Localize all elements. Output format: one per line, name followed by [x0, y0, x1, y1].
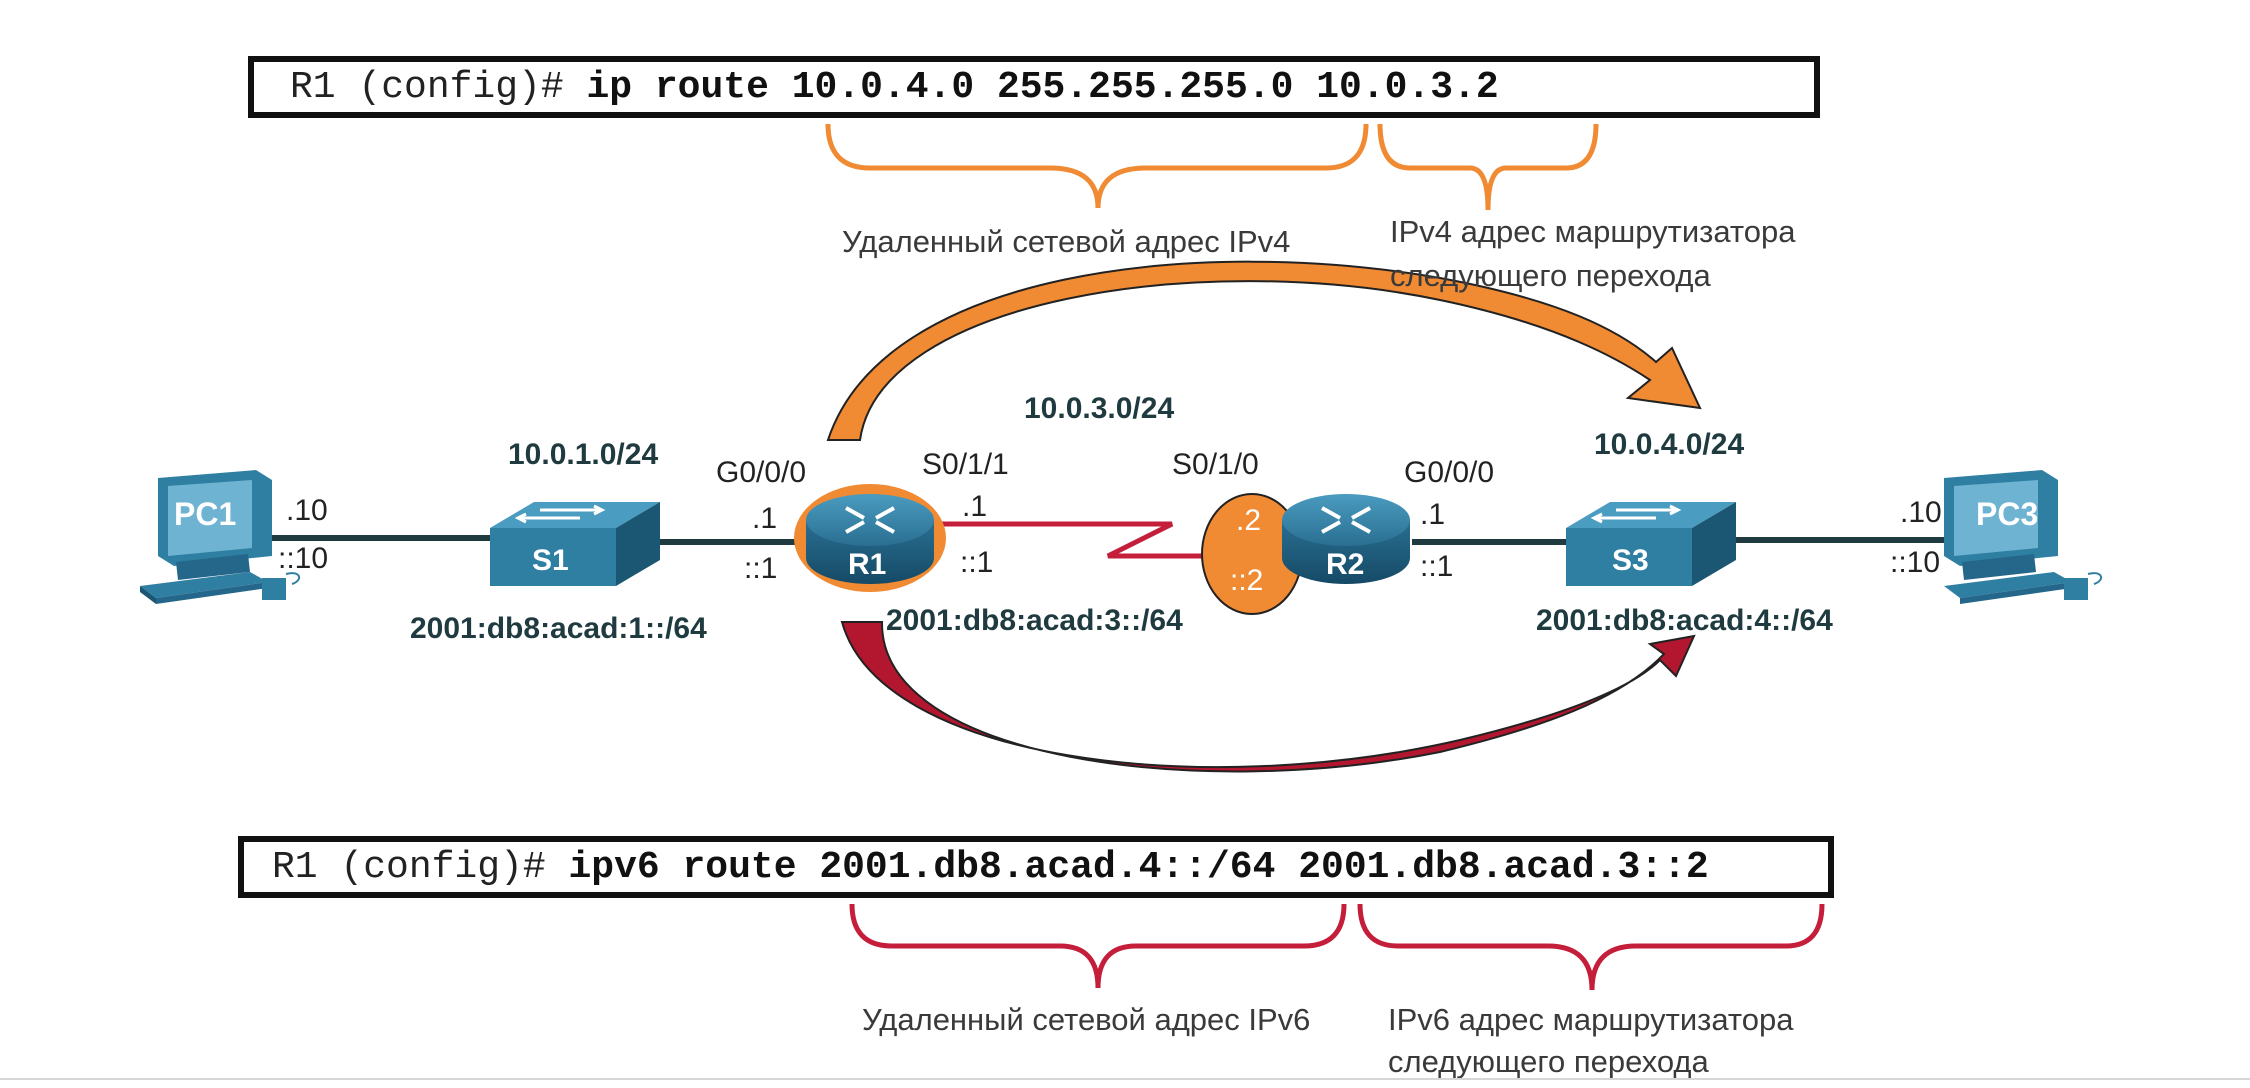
caption-ipv4-remote: Удаленный сетевой адрес IPv4: [842, 224, 1291, 259]
ipv6-prompt: R1 (config)#: [272, 845, 546, 889]
pc1-ipv4-host: .10: [286, 494, 328, 527]
brace-ipv4-network: [825, 123, 1369, 209]
r2-label: R2: [1326, 548, 1365, 581]
r1-g-ipv4: .1: [752, 502, 778, 535]
ipv4-keyword: ip route: [586, 65, 769, 109]
ipv4-prompt: R1 (config)#: [290, 65, 564, 109]
brace-ipv6-network: [849, 903, 1347, 989]
ipv6-path-arrow: [840, 621, 1696, 773]
caption-ipv4-next-hop-line2: следующего перехода: [1390, 258, 1711, 293]
link-r1-r2-serial: [940, 521, 1278, 559]
ipv6-next-hop: 2001.db8.acad.3::2: [1298, 845, 1709, 889]
pc3-ipv4-host: .10: [1900, 496, 1942, 529]
network-lan1-ipv6: 2001:db8:acad:1::/64: [410, 612, 707, 645]
caption-ipv6-next-hop-line2: следующего перехода: [1388, 1044, 1709, 1079]
r1-icon: [794, 484, 946, 592]
pc3-icon: [1944, 470, 2103, 604]
brace-ipv6-next-hop: [1357, 903, 1825, 991]
caption-ipv6-next-hop-line1: IPv6 адрес маршрутизатора: [1388, 1002, 1794, 1037]
r2-s-ipv6: ::2: [1230, 564, 1264, 597]
ipv4-next-hop: 10.0.3.2: [1316, 65, 1499, 109]
s3-label: S3: [1612, 544, 1649, 577]
network-wan-ipv6: 2001:db8:acad:3::/64: [886, 604, 1183, 637]
r2-g000-port: G0/0/0: [1404, 456, 1495, 489]
bottom-divider: [0, 1078, 2250, 1080]
r1-label: R1: [848, 548, 887, 581]
ipv6-command-box: R1 (config)# ipv6 route 2001.db8.acad.4:…: [238, 836, 1834, 898]
r2-icon: [1201, 493, 1410, 615]
caption-ipv6-remote: Удаленный сетевой адрес IPv6: [862, 1002, 1311, 1037]
network-lan1-ipv4: 10.0.1.0/24: [508, 438, 659, 471]
network-lan4-ipv6: 2001:db8:acad:4::/64: [1536, 604, 1833, 637]
r2-g-ipv4: .1: [1420, 498, 1446, 531]
r1-s-ipv4: .1: [962, 490, 988, 523]
pc1-ipv6-host: ::10: [278, 542, 329, 575]
ipv6-keyword: ipv6 route: [568, 845, 797, 889]
s1-label: S1: [532, 544, 569, 577]
network-lan4-ipv4: 10.0.4.0/24: [1594, 428, 1745, 461]
r1-s011-port: S0/1/1: [922, 448, 1009, 481]
r2-s-ipv4: .2: [1236, 504, 1262, 537]
brace-ipv4-next-hop: [1377, 123, 1599, 211]
r2-g-ipv6: ::1: [1420, 550, 1454, 583]
ipv4-network: 10.0.4.0 255.255.255.0: [791, 65, 1294, 109]
r1-s-ipv6: ::1: [960, 546, 994, 579]
network-wan-ipv4: 10.0.3.0/24: [1024, 392, 1175, 425]
ipv4-command-box: R1 (config)# ip route 10.0.4.0 255.255.2…: [248, 56, 1820, 118]
pc1-label: PC1: [174, 496, 237, 532]
caption-ipv4-next-hop-line1: IPv4 адрес маршрутизатора: [1390, 214, 1796, 249]
r2-s010-port: S0/1/0: [1172, 448, 1259, 481]
s1-icon: [490, 502, 660, 586]
ipv6-network: 2001.db8.acad.4::/64: [819, 845, 1276, 889]
pc3-ipv6-host: ::10: [1890, 546, 1941, 579]
pc3-label: PC3: [1976, 496, 2039, 532]
pc1-icon: [140, 470, 301, 604]
s3-icon: [1566, 502, 1736, 586]
r1-g-ipv6: ::1: [744, 552, 778, 585]
ipv4-path-arrow: [826, 260, 1702, 441]
r1-g000-port: G0/0/0: [716, 456, 807, 489]
